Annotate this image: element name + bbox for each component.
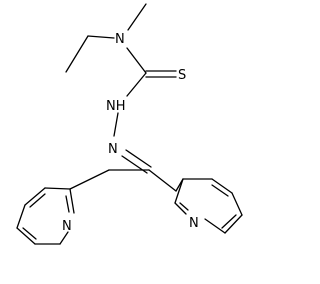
- atom-n-imine: N: [108, 142, 118, 157]
- bond-ch2-pyridine-left: [69, 169, 110, 190]
- atom-n-pyridine-left: N: [62, 219, 72, 234]
- bond-nh-n: [113, 112, 119, 137]
- molecule-drawing: N S NH N N N: [16, 3, 243, 245]
- structure-canvas: N S NH N N N: [16, 3, 243, 245]
- bond-n-methyl: [127, 3, 147, 31]
- atom-nh-hydrazide: NH: [106, 99, 126, 114]
- pyridine-ring-right: [174, 178, 243, 234]
- atom-n-amine: N: [115, 32, 125, 47]
- bond-ethyl-ch2-n: [87, 35, 115, 39]
- bond-c-ch2-right: [148, 169, 177, 192]
- atom-n-pyridine-right: N: [189, 216, 199, 231]
- bond-n-c-double-a: [125, 149, 152, 168]
- bond-c-nh: [126, 72, 147, 97]
- pyridine-ring-left: [16, 187, 75, 245]
- bond-n-c-thione: [126, 47, 147, 74]
- atom-s-thione: S: [178, 68, 186, 83]
- bond-ethyl-ch3-ch2: [65, 35, 89, 73]
